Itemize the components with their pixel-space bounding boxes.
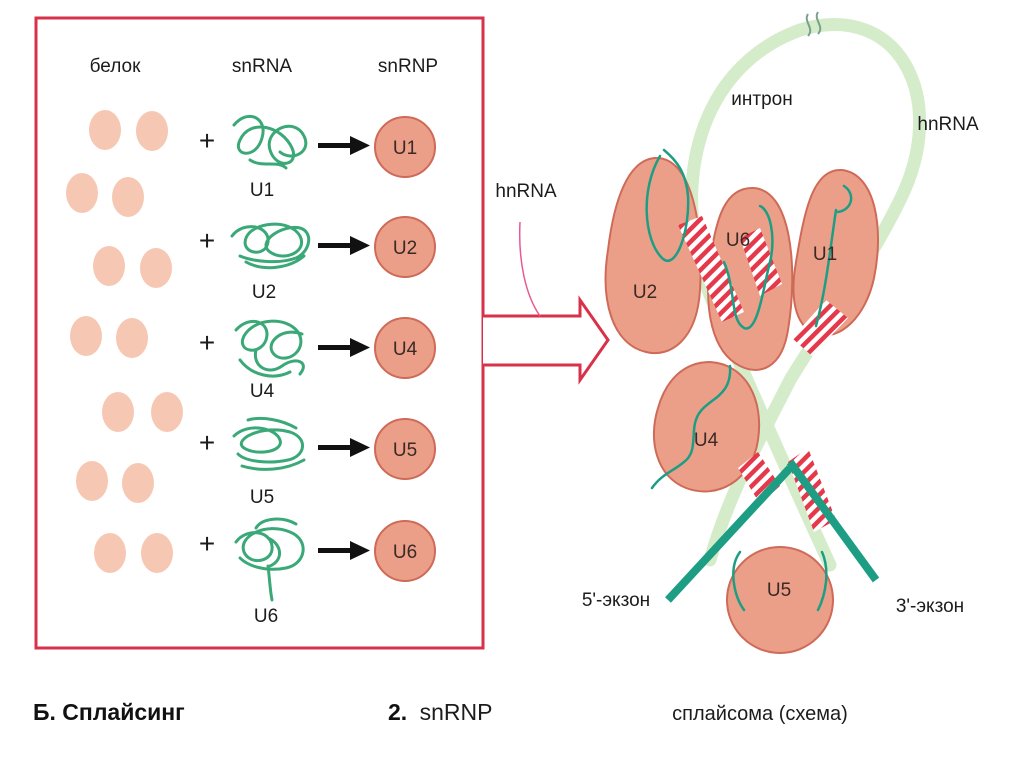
- plus-group: + + + + +: [199, 125, 215, 559]
- snrnp-label-u4: U4: [393, 339, 418, 360]
- snrnp-ball: [374, 116, 436, 178]
- snrnp-ball: [374, 418, 436, 480]
- snrna-label-u2: U2: [252, 282, 276, 303]
- snrnp-label-u6: U6: [393, 542, 417, 563]
- header-snrna: snRNA: [232, 56, 293, 77]
- hatch-region: [678, 216, 744, 322]
- plus-sign: +: [199, 225, 215, 256]
- snrnp-balls: [374, 116, 436, 582]
- snrna-u4-tangle: [234, 319, 305, 378]
- snrna-label-u6: U6: [254, 606, 278, 627]
- hnrna-pointer: [518, 221, 541, 317]
- intron-label: интрон: [731, 89, 792, 110]
- particle-u1-label: U1: [813, 244, 837, 265]
- protein-blob: [66, 173, 98, 213]
- particle-u2-label: U2: [633, 282, 657, 303]
- exon-strands: [665, 459, 880, 603]
- spliceosome: U2 U6 U1 U4 U5 интрон hnRNA 5'-экзон 3'-…: [582, 11, 979, 725]
- caption-snrnp: 2. snRNP: [388, 699, 492, 725]
- protein-blob: [141, 533, 173, 573]
- thread-u6: [722, 204, 774, 330]
- protein-blob: [116, 318, 148, 358]
- hnrna-label: hnRNA: [917, 114, 979, 135]
- loop-break-mark: [805, 11, 822, 37]
- snrnp-ball: [374, 520, 436, 582]
- thread-u1: [814, 184, 853, 328]
- reaction-arrows: [318, 136, 370, 560]
- protein-blob: [76, 461, 108, 501]
- snrna-label-u4: U4: [250, 381, 275, 402]
- reaction-arrow: [318, 236, 370, 255]
- snrnp-ball: [374, 317, 436, 379]
- protein-blob: [112, 177, 144, 217]
- caption-splicing: Б. Сплайсинг: [33, 699, 185, 725]
- header-snrnp: snRNP: [378, 56, 438, 77]
- protein-blob: [140, 248, 172, 288]
- particle-u5: [726, 546, 834, 654]
- thread-u5: [732, 550, 828, 612]
- snrna-u1-tangle: [232, 114, 308, 170]
- particle-u6-label: U6: [726, 230, 750, 251]
- protein-blob: [89, 110, 121, 150]
- plus-sign: +: [199, 125, 215, 156]
- protein-blob: [102, 392, 134, 432]
- hatch-region: [740, 228, 782, 296]
- protein-blob: [122, 463, 154, 503]
- particle-u2: [604, 156, 702, 355]
- protein-blob: [151, 392, 183, 432]
- protein-blob: [94, 533, 126, 573]
- snrna-label-u5: U5: [250, 487, 274, 508]
- snrna-label-u1: U1: [250, 180, 274, 201]
- reaction-arrow: [318, 438, 370, 457]
- particle-u4-label: U4: [694, 430, 719, 451]
- plus-sign: +: [199, 528, 215, 559]
- caption-snrnp-text: snRNP: [420, 699, 493, 725]
- exon3-label: 3'-экзон: [896, 596, 964, 617]
- snrna-tangles: [230, 114, 311, 602]
- protein-blob: [93, 246, 125, 286]
- transfer-arrow: [483, 295, 610, 385]
- protein-blob: [70, 316, 102, 356]
- plus-sign: +: [199, 427, 215, 458]
- reaction-arrow: [318, 136, 370, 155]
- header-protein: белок: [90, 56, 141, 77]
- spliceosome-threads: [645, 148, 853, 612]
- reaction-arrow: [318, 541, 370, 560]
- particle-u4: [652, 360, 761, 493]
- arrow-hnrna-label: hnRNA: [495, 181, 557, 202]
- particle-u5-label: U5: [767, 580, 791, 601]
- protein-blob: [136, 111, 168, 151]
- spliceosome-particles: [604, 156, 879, 654]
- plus-sign: +: [199, 327, 215, 358]
- snrna-u6-tangle: [234, 517, 305, 602]
- exon5-label: 5'-экзон: [582, 590, 650, 611]
- exon-5-strand: [665, 465, 793, 603]
- exon-3-strand: [786, 459, 880, 583]
- snrnp-label-u5: U5: [393, 440, 417, 461]
- snrnp-label-u2: U2: [393, 238, 417, 259]
- snrnp-ball: [374, 216, 436, 278]
- protein-group: [66, 110, 183, 573]
- snrna-u2-tangle: [230, 222, 311, 270]
- thread-u4: [650, 364, 732, 490]
- spliceosome-caption: сплайсома (схема): [672, 703, 848, 725]
- reaction-arrow: [318, 338, 370, 357]
- snrnp-label-u1: U1: [393, 138, 417, 159]
- hatch-region: [792, 300, 848, 356]
- thread-u2: [645, 148, 690, 262]
- caption-number: 2.: [388, 699, 407, 725]
- snrna-u5-tangle: [232, 416, 306, 471]
